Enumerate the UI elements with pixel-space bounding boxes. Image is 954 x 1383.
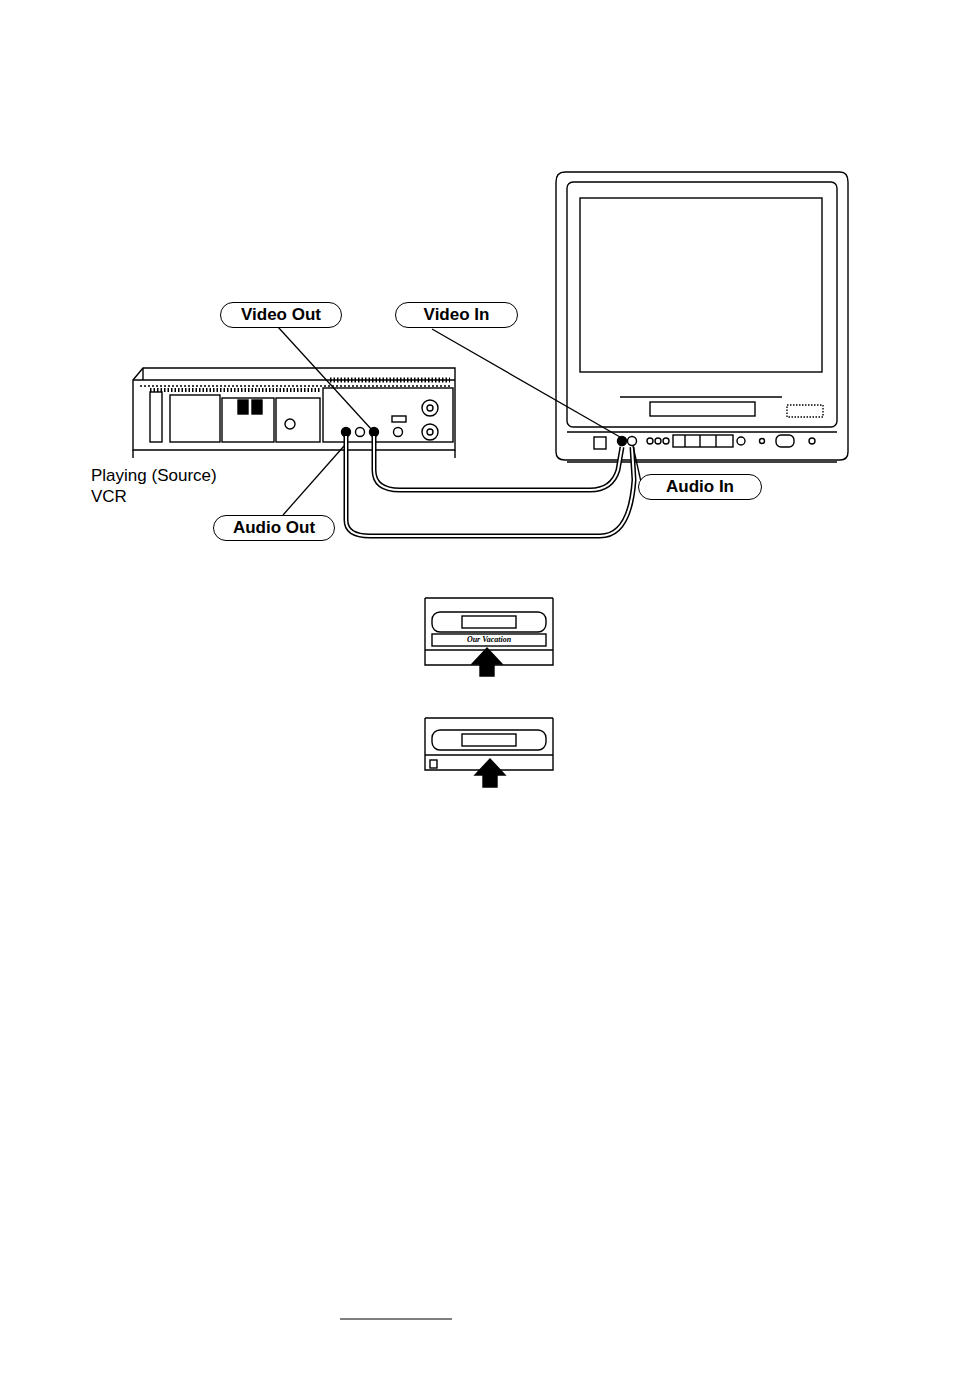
cassette-labeled <box>425 598 553 676</box>
callout-pill: Video In <box>395 302 518 328</box>
television <box>556 172 848 462</box>
vcr-vents <box>150 380 450 390</box>
tape-label: Our Vacation <box>433 634 545 646</box>
callout-text: Audio In <box>666 477 734 497</box>
underline-rule <box>340 1318 452 1319</box>
device-label: Playing (Source) VCR <box>91 465 231 507</box>
callout-pill: Audio In <box>638 474 762 500</box>
callout-text: Video In <box>424 305 490 325</box>
leader-lines <box>278 327 641 515</box>
vcr-rear <box>133 368 455 458</box>
callout-text: Audio Out <box>233 518 315 538</box>
callout-pill: Audio Out <box>213 515 335 541</box>
av-cables <box>346 436 634 536</box>
callout-text: Video Out <box>241 305 321 325</box>
cassette-plain <box>425 718 553 787</box>
callout-pill: Video Out <box>220 302 342 328</box>
